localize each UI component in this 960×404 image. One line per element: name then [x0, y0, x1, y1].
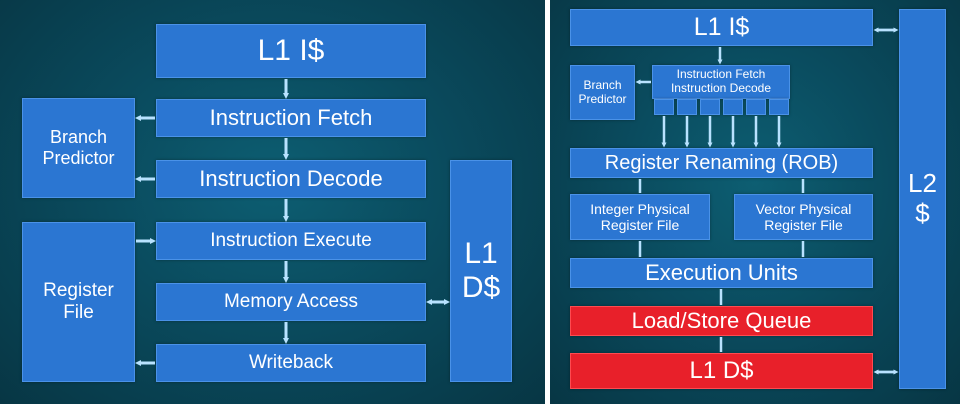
writeback-label: Writeback: [248, 352, 334, 374]
decode-slot-6: [769, 99, 789, 115]
integer-regfile-box: Integer Physical Register File: [570, 194, 710, 240]
register-renaming-box: Register Renaming (ROB): [570, 148, 873, 178]
branch-predictor-label-line2: Predictor: [42, 148, 115, 168]
l1-dcache-label-line1: L1: [464, 236, 498, 270]
out-of-order-core-diagram: L1 I$ Branch Predictor Instruction Fetch…: [550, 0, 960, 404]
l1-icache-label: L1 I$: [693, 13, 750, 42]
right-arrows: [635, 27, 899, 375]
fetch-label: Instruction Fetch: [676, 67, 766, 81]
memory-access-box: Memory Access: [156, 283, 426, 321]
memory-access-label: Memory Access: [223, 291, 359, 313]
vector-regfile-label-line2: Register File: [764, 217, 843, 233]
instruction-decode-box: Instruction Decode: [156, 160, 426, 198]
branch-predictor-label-line1: Branch: [583, 77, 622, 92]
branch-predictor-label-line1: Branch: [49, 127, 108, 148]
instruction-fetch-label: Instruction Fetch: [209, 105, 373, 131]
decode-slot-5: [746, 99, 766, 115]
branch-predictor-label-line2: Predictor: [578, 91, 627, 106]
l1-dcache-box: L1 D$: [570, 353, 873, 389]
l2-cache-label-line1: L2: [908, 168, 937, 199]
register-file-label-line2: File: [63, 302, 94, 323]
l1-icache-box: L1 I$: [570, 9, 873, 46]
instruction-execute-box: Instruction Execute: [156, 222, 426, 260]
register-file-label-line1: Register: [43, 280, 114, 302]
register-renaming-label: Register Renaming (ROB): [604, 151, 839, 174]
decode-slot-3: [700, 99, 720, 115]
register-file-box: Register File: [22, 222, 135, 382]
instruction-execute-label: Instruction Execute: [210, 230, 372, 252]
fetch-decode-box: Instruction Fetch Instruction Decode: [652, 65, 790, 99]
load-store-queue-label: Load/Store Queue: [631, 308, 812, 334]
decode-slot-2: [677, 99, 697, 115]
instruction-decode-label: Instruction Decode: [199, 166, 383, 192]
branch-predictor-box: Branch Predictor: [22, 98, 135, 198]
l2-cache-label-line2: $: [915, 198, 930, 228]
integer-regfile-label-line1: Integer Physical: [590, 200, 690, 217]
in-order-pipeline-diagram: L1 I$ Instruction Fetch Instruction Deco…: [0, 0, 545, 404]
writeback-box: Writeback: [156, 344, 426, 382]
vector-regfile-label-line1: Vector Physical: [755, 200, 852, 217]
instruction-fetch-box: Instruction Fetch: [156, 99, 426, 137]
left-arrows: [135, 79, 450, 366]
integer-regfile-label-line2: Register File: [600, 217, 680, 233]
l1-dcache-box: L1 D$: [450, 160, 512, 382]
decode-slot-4: [723, 99, 743, 115]
execution-units-label: Execution Units: [645, 260, 798, 286]
branch-predictor-box: Branch Predictor: [570, 65, 635, 120]
l1-dcache-label-line2: D$: [461, 271, 501, 304]
l1-dcache-label: L1 D$: [689, 357, 754, 385]
execution-units-box: Execution Units: [570, 258, 873, 288]
load-store-queue-box: Load/Store Queue: [570, 306, 873, 336]
l2-cache-box: L2 $: [899, 9, 946, 389]
decode-slot-1: [654, 99, 674, 115]
l1-icache-box: L1 I$: [156, 24, 426, 78]
decode-label: Instruction Decode: [670, 80, 772, 95]
vector-regfile-box: Vector Physical Register File: [734, 194, 873, 240]
l1-icache-label: L1 I$: [257, 33, 325, 67]
